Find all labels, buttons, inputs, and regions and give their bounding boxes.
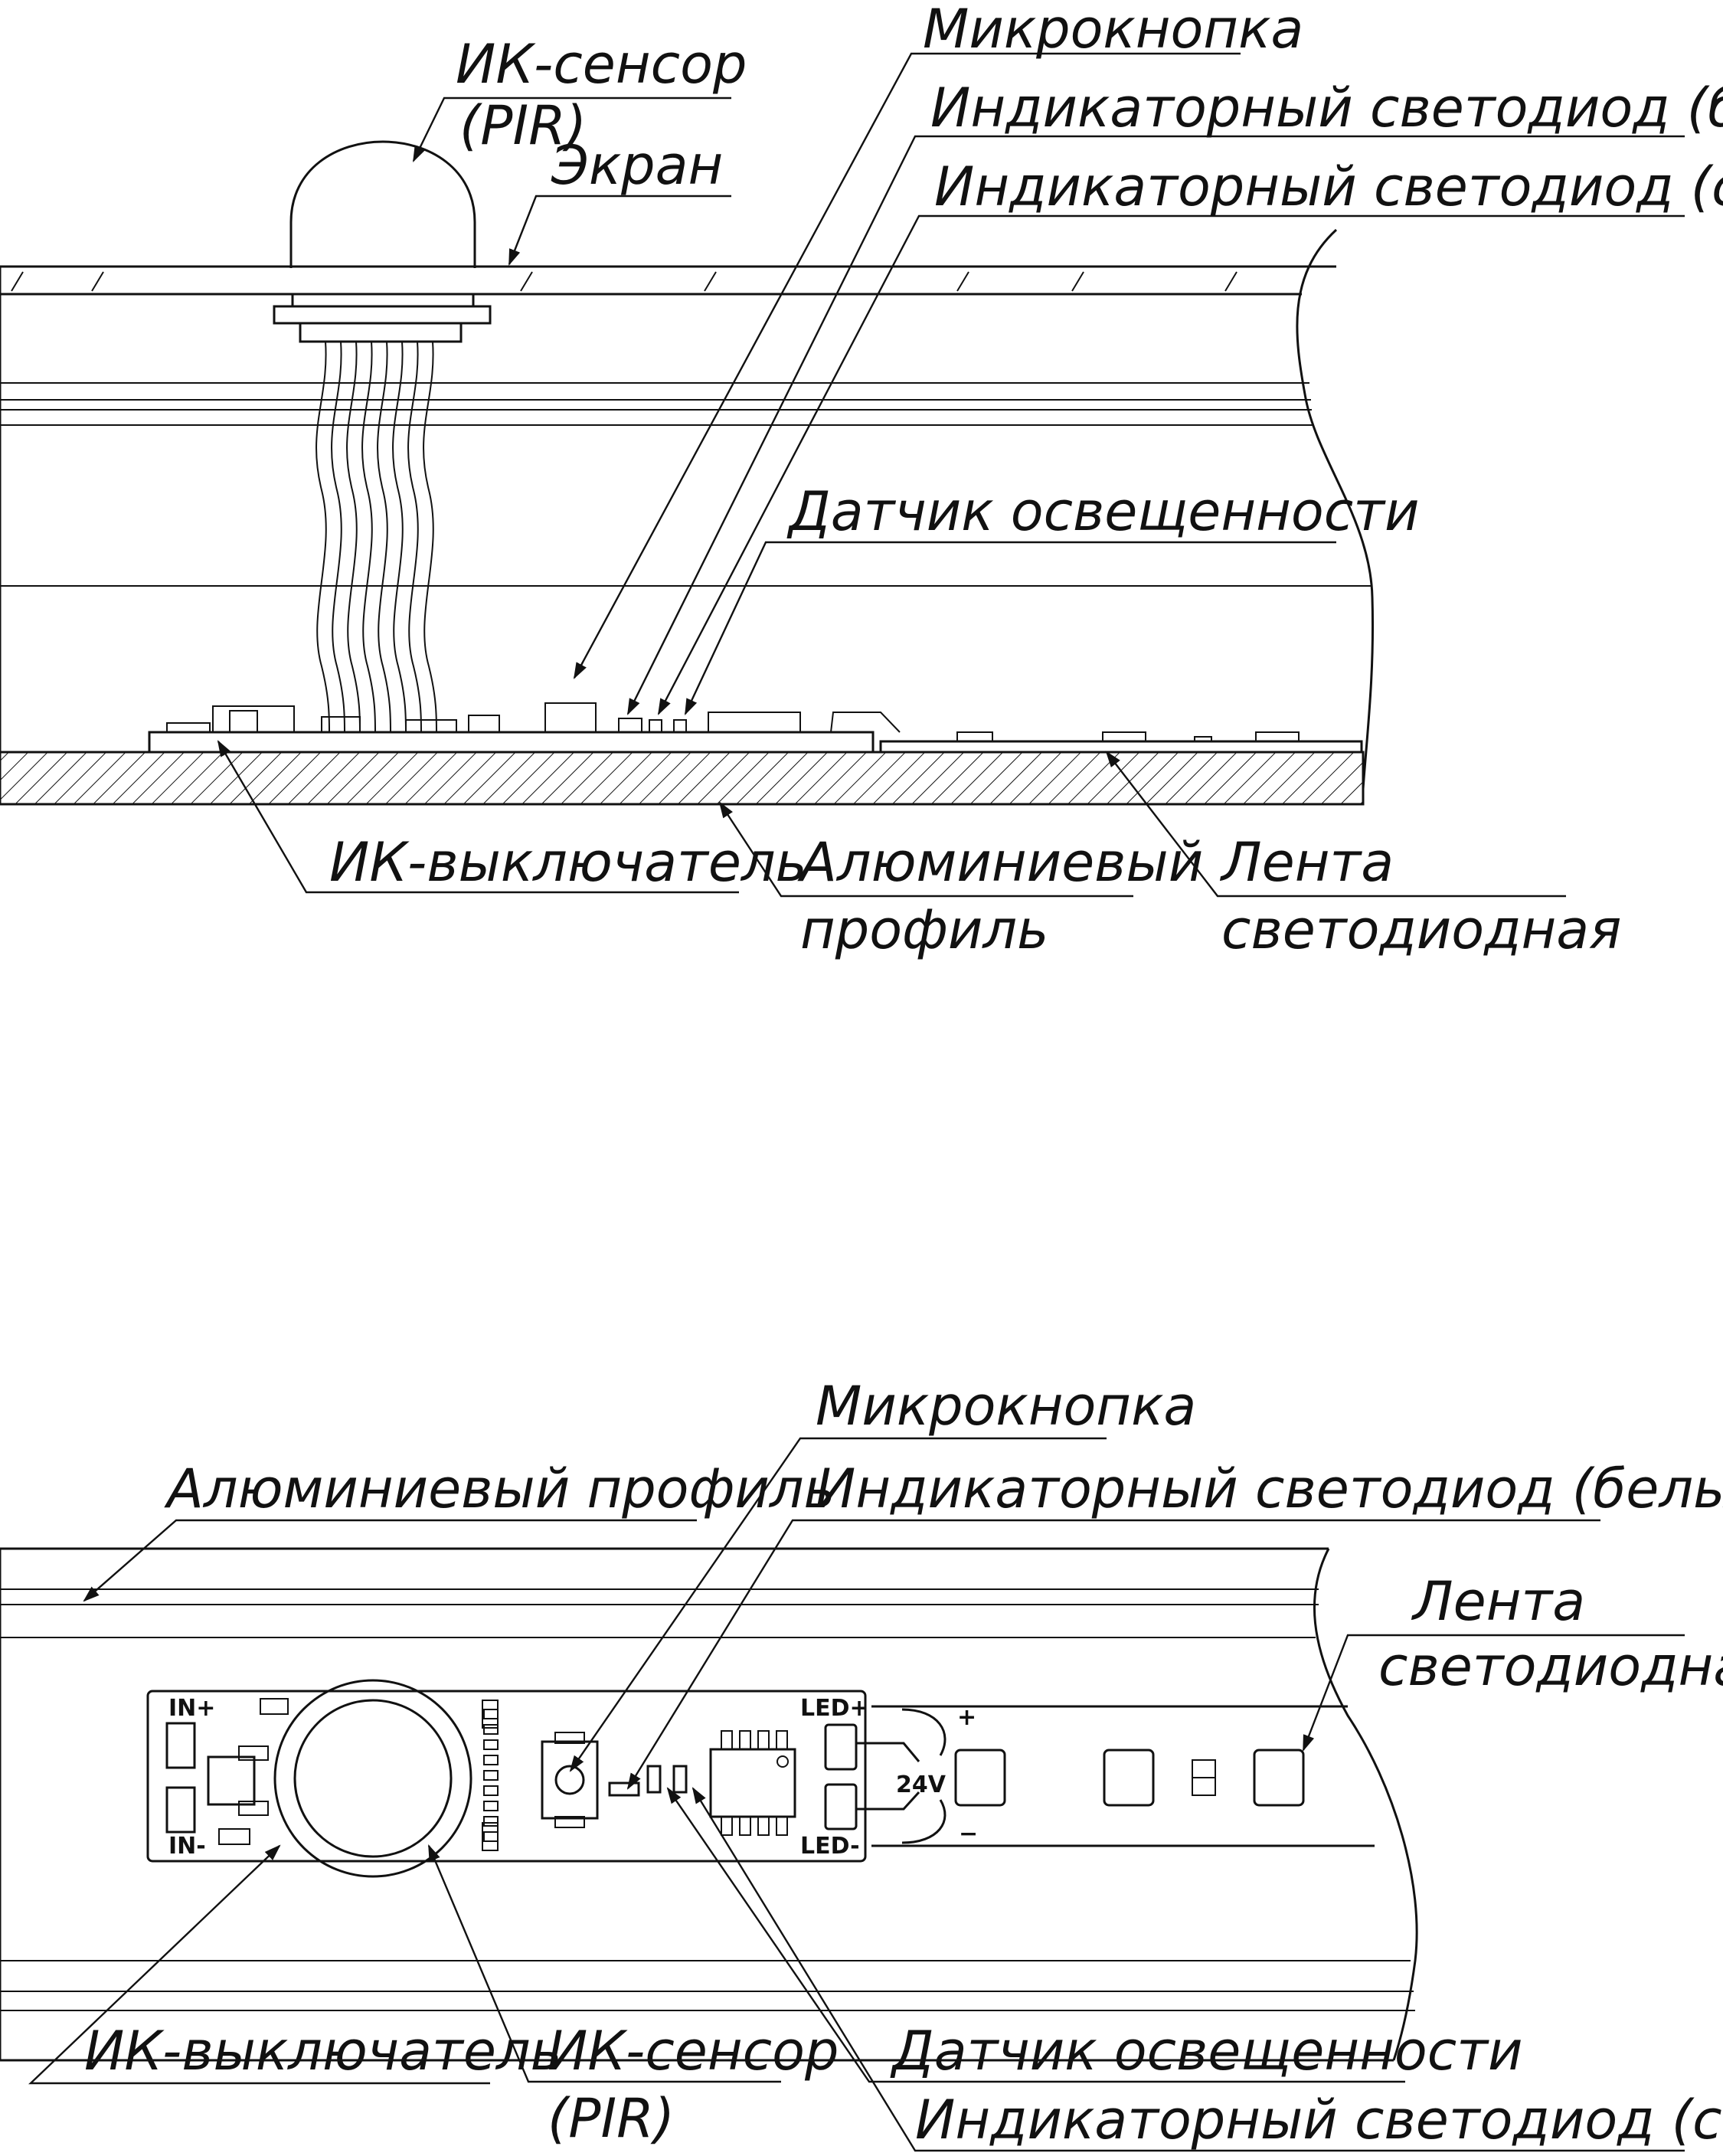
strip-minus-mark: − xyxy=(959,1821,978,1847)
label-led-blue: Индикаторный светодиод (синий) xyxy=(934,155,1723,218)
light-sensor-top xyxy=(646,1765,662,1794)
top-down-view: + − IN+ IN- LED+ LED- 24V xyxy=(0,1375,1723,2152)
label-light-sensor: Датчик освещенности xyxy=(786,480,1420,543)
label-led-strip-2: светодиодная xyxy=(1221,898,1621,961)
strip-plus-mark: + xyxy=(957,1704,976,1731)
label-ir-switch: ИК-выключатель xyxy=(329,831,807,894)
pir-sensor-top xyxy=(273,1679,472,1878)
led-strip-side xyxy=(879,740,1363,754)
ic-chip xyxy=(709,1730,796,1836)
side-view-labels: ИК-сенсор (PIR) Экран Микрокнопка Индика… xyxy=(329,0,1723,961)
aluminum-base xyxy=(0,751,1365,806)
top-down-labels: Микрокнопка Алюминиевый профиль Индикато… xyxy=(84,1375,1723,2151)
label-led-white: Индикаторный светодиод (белый) xyxy=(930,77,1723,139)
profile-outline xyxy=(0,1547,1418,2062)
pir-leads xyxy=(316,341,437,733)
label-light-sensor-b: Датчик освещенности xyxy=(890,2020,1523,2082)
label-led-blue-b: Индикаторный светодиод (синий) xyxy=(915,2089,1723,2151)
pir-sensor-side xyxy=(273,140,492,343)
label-led-white-b: Индикаторный светодиод (белый) xyxy=(816,1458,1723,1520)
label-screen: Экран xyxy=(551,134,723,197)
pcb-side xyxy=(148,731,875,754)
top-down-leaders xyxy=(28,1437,1685,2152)
silk-24v: 24V xyxy=(896,1772,947,1798)
label-ir-sensor: ИК-сенсор xyxy=(456,33,747,96)
label-aluminum-profile-2: профиль xyxy=(800,898,1048,961)
led-blue-top xyxy=(672,1765,688,1794)
side-view-leaders xyxy=(217,52,1685,898)
label-microbutton-b: Микрокнопка xyxy=(816,1375,1196,1438)
label-aluminum-profile-b: Алюминиевый профиль xyxy=(164,1458,835,1520)
label-led-strip: Лента xyxy=(1219,831,1394,894)
silk-in-minus: IN- xyxy=(168,1833,206,1860)
pcb-top: IN+ IN- LED+ LED- 24V xyxy=(146,1679,947,1878)
led-strip-top: + − xyxy=(871,1704,1375,1847)
microbutton-top xyxy=(541,1740,599,1820)
label-ir-sensor-b: ИК-сенсор xyxy=(548,2020,839,2082)
led-white-top xyxy=(608,1781,640,1797)
label-aluminum-profile: Алюминиевый xyxy=(797,831,1203,894)
silk-led-plus: LED+ xyxy=(800,1695,869,1722)
break-line xyxy=(1296,228,1375,790)
label-microbutton: Микрокнопка xyxy=(923,0,1303,61)
label-led-strip-b-2: светодиодная xyxy=(1378,1635,1723,1698)
label-ir-sensor-b-pir: (PIR) xyxy=(548,2087,675,2150)
silk-in-plus: IN+ xyxy=(168,1695,215,1722)
label-ir-switch-b: ИК-выключатель xyxy=(84,2020,562,2082)
label-led-strip-b: Лента xyxy=(1411,1570,1585,1633)
silk-led-minus: LED- xyxy=(800,1833,860,1860)
label-ir-sensor-pir: (PIR) xyxy=(459,94,587,157)
side-view: ИК-сенсор (PIR) Экран Микрокнопка Индика… xyxy=(0,0,1723,961)
screen-diffuser xyxy=(0,265,1336,296)
profile-lines xyxy=(0,267,1371,803)
